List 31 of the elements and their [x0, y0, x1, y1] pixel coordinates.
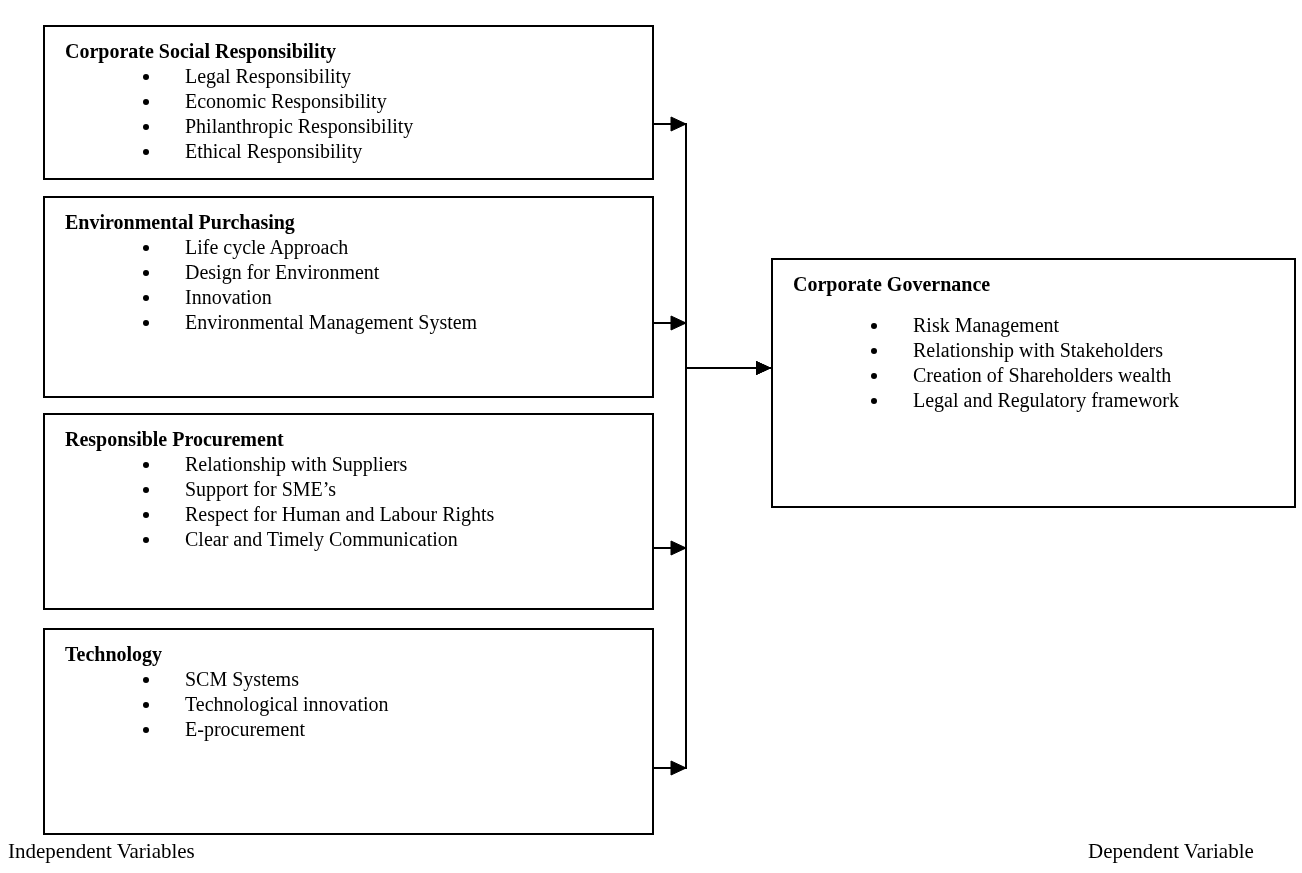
bullet-item: Support for SME’s	[185, 477, 337, 502]
box-heading: Technology	[65, 642, 164, 667]
box-heading: Corporate Governance	[793, 272, 992, 297]
box-heading: Corporate Social Responsibility	[65, 39, 338, 64]
box-heading: Responsible Procurement	[65, 427, 285, 452]
bullet-item: Clear and Timely Communication	[185, 527, 458, 552]
bullet-item: Philanthropic Responsibility	[185, 114, 414, 139]
axis-caption: Independent Variables	[8, 838, 195, 864]
bullet-item: E-procurement	[185, 717, 305, 742]
bullet-item: Design for Environment	[185, 260, 380, 285]
bullet-item: Economic Responsibility	[185, 89, 387, 114]
variable-box	[43, 25, 654, 180]
variable-box	[43, 196, 654, 398]
bullet-item: Relationship with Suppliers	[185, 452, 408, 477]
bullet-item: Relationship with Stakeholders	[913, 338, 1163, 363]
bullet-item: Respect for Human and Labour Rights	[185, 502, 495, 527]
bullet-item: Ethical Responsibility	[185, 139, 363, 164]
bullet-item: Risk Management	[913, 313, 1060, 338]
bullet-item: SCM Systems	[185, 667, 299, 692]
box-heading: Environmental Purchasing	[65, 210, 296, 235]
bullet-item: Life cycle Approach	[185, 235, 349, 260]
bullet-item: Legal and Regulatory framework	[913, 388, 1179, 413]
variable-box	[771, 258, 1296, 508]
variable-box	[43, 628, 654, 835]
bullet-item: Environmental Management System	[185, 310, 478, 335]
bullet-item: Innovation	[185, 285, 272, 310]
bullet-item: Creation of Shareholders wealth	[913, 363, 1172, 388]
bullet-item: Technological innovation	[185, 692, 389, 717]
bullet-item: Legal Responsibility	[185, 64, 352, 89]
variable-box	[43, 413, 654, 610]
axis-caption: Dependent Variable	[1088, 838, 1254, 864]
